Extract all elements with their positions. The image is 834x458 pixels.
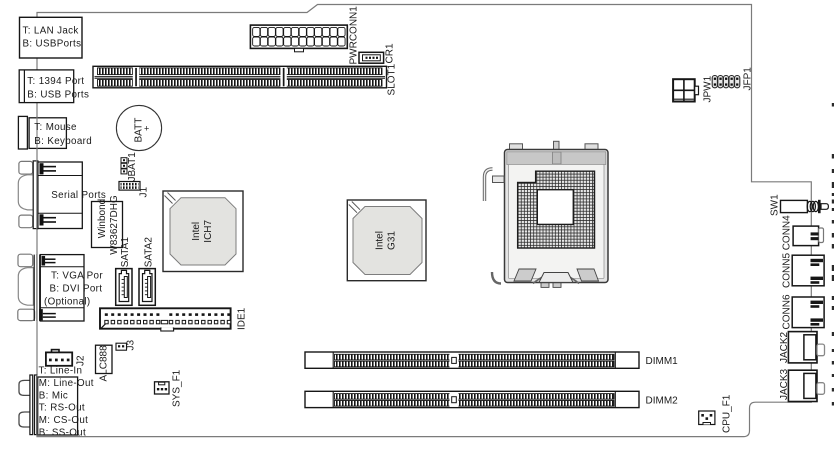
svg-text:Winbond: Winbond (97, 199, 108, 238)
svg-text:SW1: SW1 (770, 194, 781, 216)
svg-text:CONN6: CONN6 (782, 294, 793, 329)
svg-text:B: Mic: B: Mic (39, 390, 68, 401)
svg-text:T: LAN Jack: T: LAN Jack (23, 25, 79, 36)
svg-text:Intel: Intel (375, 231, 386, 250)
svg-text:CPU_F1: CPU_F1 (722, 394, 733, 433)
svg-text:B: DVI Port: B: DVI Port (50, 284, 103, 295)
svg-text:PWRCONN1: PWRCONN1 (349, 6, 360, 65)
svg-text:CONN4: CONN4 (782, 215, 793, 250)
svg-text:T: RS-Out: T: RS-Out (39, 403, 85, 414)
svg-text:JACK2: JACK2 (779, 331, 790, 363)
svg-text:G31: G31 (387, 231, 398, 250)
svg-text:Intel: Intel (191, 222, 202, 241)
svg-text:T: Mouse: T: Mouse (34, 122, 77, 133)
svg-text:BATT: BATT (134, 118, 145, 143)
svg-text:J2: J2 (76, 355, 87, 366)
svg-text:B: SS-Out: B: SS-Out (39, 428, 86, 439)
svg-text:ALC888: ALC888 (99, 345, 110, 382)
svg-text:CONN5: CONN5 (782, 253, 793, 288)
svg-text:ICH7: ICH7 (203, 219, 214, 242)
svg-text:IDE1: IDE1 (237, 307, 248, 330)
svg-text:B: USB Ports: B: USB Ports (27, 90, 89, 101)
svg-text:W83627DHG: W83627DHG (109, 195, 120, 255)
svg-text:J3: J3 (126, 340, 137, 351)
svg-text:DIMM2: DIMM2 (646, 396, 679, 407)
svg-text:Serial Ports: Serial Ports (51, 190, 106, 201)
svg-text:SATA1: SATA1 (120, 237, 131, 268)
svg-text:+: + (144, 124, 149, 134)
svg-text:T: Line-In: T: Line-In (39, 366, 83, 377)
svg-text:SATA2: SATA2 (143, 237, 154, 268)
svg-text:B: Keyboard: B: Keyboard (34, 136, 92, 147)
svg-text:T: VGA Por: T: VGA Por (51, 271, 103, 282)
svg-text:(Optional): (Optional) (44, 297, 91, 308)
svg-text:M: Line-Out: M: Line-Out (39, 378, 94, 389)
svg-text:B: USBPorts: B: USBPorts (23, 39, 82, 50)
svg-text:JBAT1: JBAT1 (127, 152, 138, 182)
svg-text:CR1: CR1 (385, 43, 396, 63)
svg-text:M: CS-Out: M: CS-Out (39, 415, 88, 426)
svg-text:DIMM1: DIMM1 (646, 356, 679, 367)
svg-text:J1: J1 (139, 187, 150, 198)
svg-text:SYS_F1: SYS_F1 (172, 369, 183, 407)
svg-text:SLOT1: SLOT1 (387, 63, 398, 95)
svg-text:JFP1: JFP1 (743, 67, 754, 91)
svg-text:JPW1: JPW1 (703, 75, 714, 102)
svg-text:T: 1394 Port: T: 1394 Port (27, 76, 84, 87)
svg-text:JACK3: JACK3 (779, 368, 790, 400)
